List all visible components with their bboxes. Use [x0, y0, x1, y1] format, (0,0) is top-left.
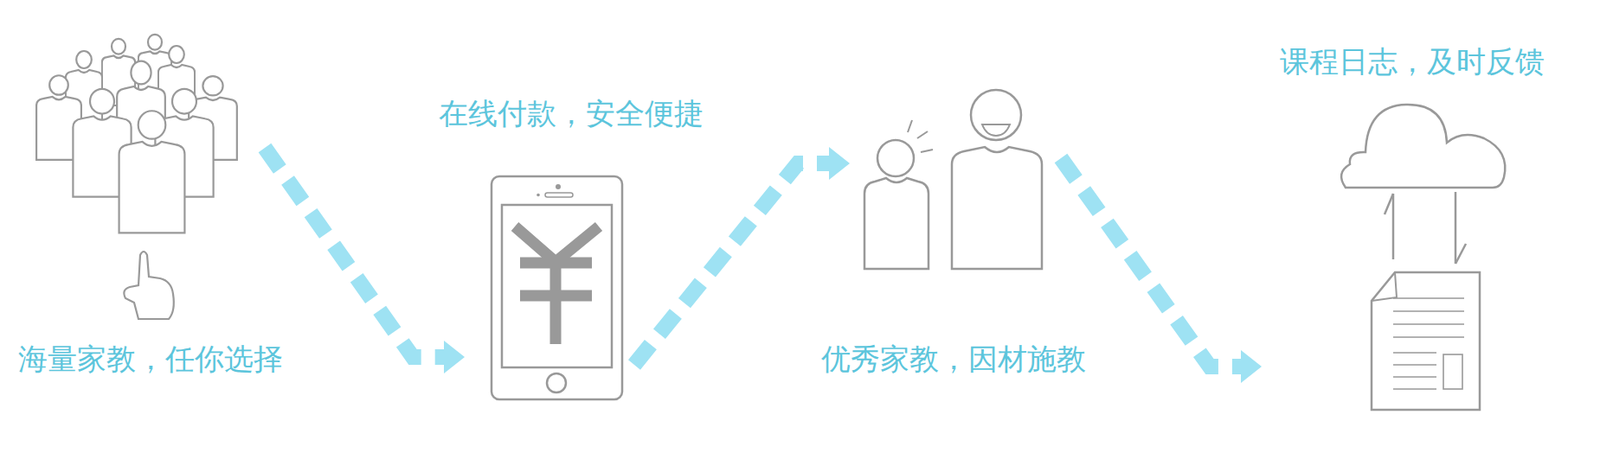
dashed-line: [1060, 158, 1243, 367]
dashed-arrow: [1060, 158, 1262, 384]
step-group: 课程日志，及时反馈: [1338, 103, 1509, 411]
step-group: 在线付款，安全便捷: [491, 176, 623, 400]
dashed-arrow: [264, 147, 465, 374]
step-caption: 海量家教，任你选择: [18, 341, 283, 377]
arrow-head: [828, 147, 850, 180]
arrow-head: [443, 340, 465, 374]
step-group: 海量家教，任你选择: [35, 33, 240, 235]
step-group: 优秀家教，因材施教: [861, 89, 1043, 270]
arrow-head: [1240, 350, 1262, 384]
phone-icon: [491, 176, 623, 400]
hand-icon: [123, 251, 174, 320]
dashed-arrow: [634, 147, 850, 366]
step-caption: 课程日志，及时反馈: [1279, 44, 1545, 79]
crowd-icon: [36, 34, 238, 234]
step-caption: 在线付款，安全便捷: [438, 96, 704, 131]
dashed-line: [264, 147, 446, 358]
dashed-line: [634, 163, 831, 366]
teacher-student-icon: [864, 89, 1042, 270]
cloud-log-icon: [1341, 104, 1505, 411]
step-caption: 优秀家教，因材施教: [821, 341, 1086, 377]
